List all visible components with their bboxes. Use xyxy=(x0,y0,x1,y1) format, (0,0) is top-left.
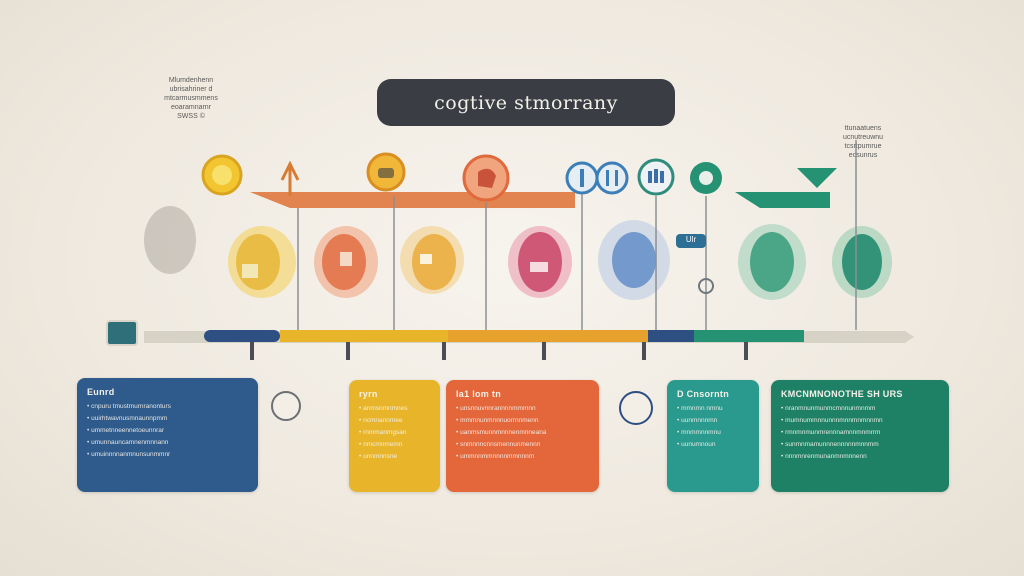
panel-row: ummnnmmnnnnmmnnnm xyxy=(456,451,589,463)
label-tag-text: Ulr xyxy=(685,235,697,244)
panel-row: rnmmanmgsan xyxy=(359,427,430,439)
timeline-segment-yellow xyxy=(280,330,448,342)
timeline-segment-orange xyxy=(448,330,648,342)
corner-note-line: mtcarmusmmens xyxy=(164,95,218,102)
panel-row: unnmnnsne xyxy=(359,451,430,463)
panel-row: ncmnannmee xyxy=(359,415,430,427)
tick-marks xyxy=(250,342,748,360)
columns-icon xyxy=(637,158,675,196)
panel-row: nranmnunmunmcmnnunmnmm xyxy=(781,403,939,415)
corner-note-line: ucnutreuwnu xyxy=(842,134,884,141)
diagram-title: cogtive stmorrany xyxy=(377,79,675,126)
head-silhouette-gray xyxy=(144,206,196,274)
panel-row: sunmnmamunnnennnnnmnnmm xyxy=(781,439,939,451)
panel-row: umunnauncamnenmnnann xyxy=(87,437,248,449)
chart-icon xyxy=(565,161,599,195)
panel-heading: D Cnsorntn xyxy=(677,389,729,399)
corner-note-left: Mlumdenhenn ubrisahriner d mtcarmusmmens… xyxy=(156,76,226,121)
label-tag xyxy=(676,234,706,248)
bars-icon xyxy=(595,161,629,195)
bulb-icon xyxy=(201,154,243,196)
monitor-icon xyxy=(106,320,138,346)
connector-lines xyxy=(297,140,857,330)
profile-icon xyxy=(462,154,510,202)
corner-note-right: ttunaatuens ucnutreuwnu tcsrtpumrue ecsu… xyxy=(833,124,893,160)
corner-note-line: ecsunrus xyxy=(848,152,878,159)
panel-row: umuinnnnanmnunsunmmnr xyxy=(87,449,248,461)
head-icon xyxy=(366,152,406,192)
panel-row: unsnnuvnnrannnnmmmnn xyxy=(456,403,589,415)
panel-heading: ryrn xyxy=(359,389,378,399)
panel-row: mnmmnnmnu xyxy=(677,427,749,439)
panel-row: nnnmnrenmunanmnmnnenn xyxy=(781,451,939,463)
corner-note-line: Mlumdenhenn xyxy=(168,77,214,84)
head-silhouette-green xyxy=(832,226,892,298)
panel-row: uunumnoun xyxy=(677,439,749,451)
panel-row: mmnmn nmnu xyxy=(677,403,749,415)
upper-connector-band xyxy=(250,192,575,208)
corner-note-line: ttunaatuens xyxy=(844,125,882,132)
head-silhouette-amber xyxy=(400,226,464,294)
panel-row: uuirhtwavnusmnaunnpmm xyxy=(87,413,248,425)
panel-row: cnpuru tmustmurnranonturs xyxy=(87,401,248,413)
diamond-icon xyxy=(797,168,837,188)
info-panel-4: D Cnsorntn mmnmn nmnu uunmnnnmn mnmmnnmn… xyxy=(667,380,759,492)
node-circle xyxy=(619,391,653,425)
corner-note-line: tcsrtpumrue xyxy=(844,143,882,150)
head-silhouette-orange xyxy=(314,226,378,298)
panel-heading: Ia1 lom tn xyxy=(456,389,502,399)
panel-row: uanmsmunnmnnnenmnneana xyxy=(456,427,589,439)
upper-connector-band-green xyxy=(735,192,830,208)
node-circle xyxy=(698,278,714,294)
timeline-segment-navy xyxy=(204,330,280,342)
info-panel-2: ryrn anmsnmnmnes ncmnannmee rnmmanmgsan … xyxy=(349,380,440,492)
arrow-up-icon xyxy=(280,160,300,196)
shield-icon xyxy=(690,162,722,194)
timeline-segment-navy-2 xyxy=(648,330,694,342)
panel-row: snmnnncnnsmennunmennn xyxy=(456,439,589,451)
panel-heading: Eunrd xyxy=(87,387,115,397)
node-circle xyxy=(271,391,301,421)
corner-note-line: eoaramnarnr xyxy=(170,104,212,111)
timeline-segment-green xyxy=(694,330,804,342)
panel-row: nmcmnmemn xyxy=(359,439,430,451)
info-panel-1: Eunrd cnpuru tmustmurnranonturs uuirhtwa… xyxy=(77,378,258,492)
corner-note-line: ubrisahriner d xyxy=(169,86,213,93)
corner-note-line: SWSS © xyxy=(177,113,205,120)
head-silhouette-teal xyxy=(738,224,806,300)
panel-row: mumnummnnunnnmnnmnmnnmn xyxy=(781,415,939,427)
panel-row: ummetnneennetoeunnrar xyxy=(87,425,248,437)
panel-row: mmmnunmnnnuorrnnmenn xyxy=(456,415,589,427)
panel-row: uunmnnnmn xyxy=(677,415,749,427)
info-panel-3: Ia1 lom tn unsnnuvnnrannnnmmmnn mmmnunmn… xyxy=(446,380,599,492)
head-silhouette-magenta xyxy=(508,226,572,298)
panel-heading: KMCNMNONOTHE SH URS xyxy=(781,389,903,399)
head-silhouette-blue xyxy=(598,220,670,300)
head-silhouette-yellow xyxy=(228,226,296,298)
panel-row: anmsnmnmnes xyxy=(359,403,430,415)
panel-row: rmnmnmunmrennnamnnmnmrrm xyxy=(781,427,939,439)
info-panel-5: KMCNMNONOTHE SH URS nranmnunmunmcmnnunmn… xyxy=(771,380,949,492)
